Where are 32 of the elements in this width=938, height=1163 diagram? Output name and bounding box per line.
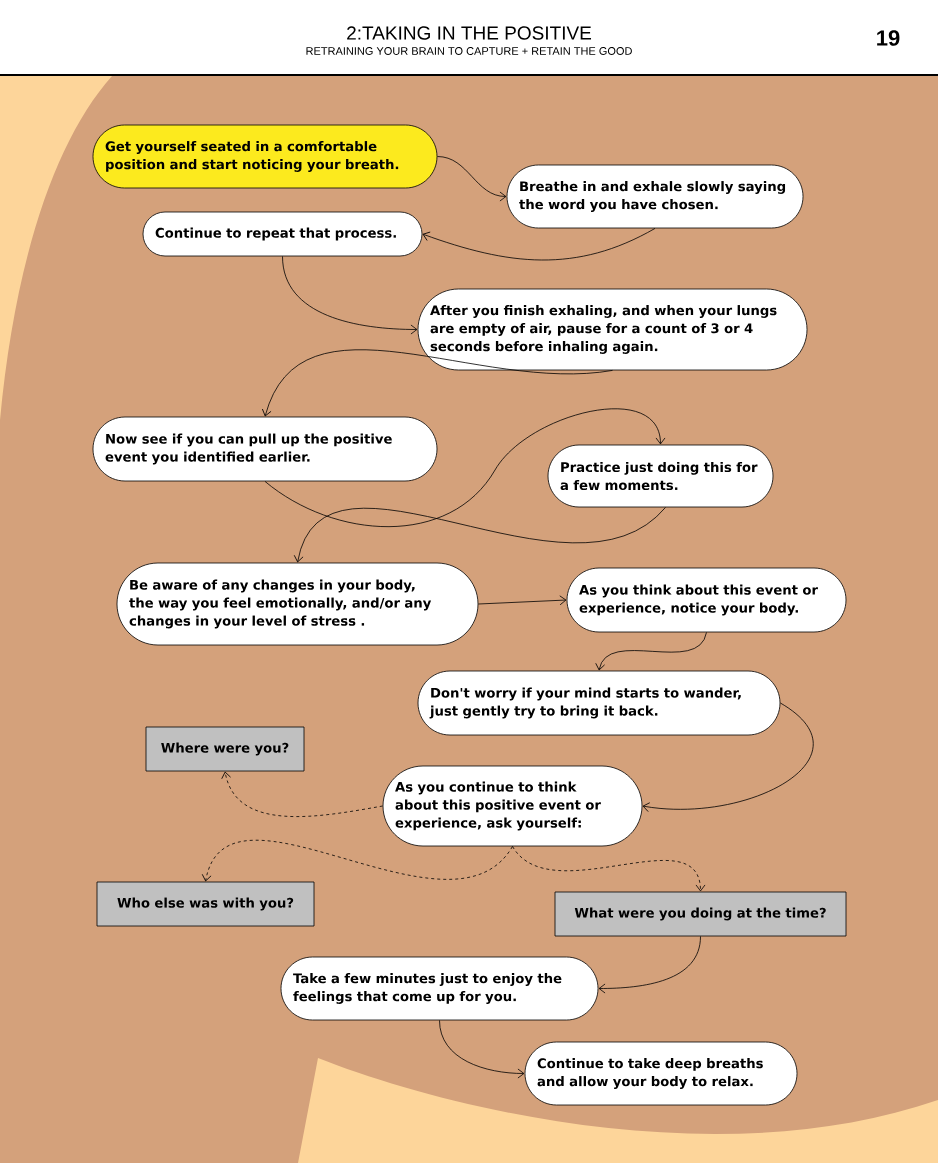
step-box: As you continue to think about this positive event or experience, ask yourself: [382, 765, 643, 847]
question-box: Who else was with you? [96, 881, 315, 927]
arrow [262, 349, 613, 417]
page-number: 19 [877, 30, 900, 46]
arrow [642, 702, 814, 812]
step-box: Continue to take deep breaths and allow your body to relax. [524, 1041, 798, 1106]
arrow [437, 156, 507, 202]
arrow [598, 936, 701, 994]
arrow [595, 632, 707, 671]
step-box: Practice just doing this for a few moments. [547, 444, 774, 508]
step-box: Be aware of any changes in your body, the way you feel emotionally, and/or any changes in your level of stress . [116, 562, 479, 646]
step-box: As you think about this event or experience, notice your body. [566, 567, 847, 633]
step-box: Take a few minutes just to enjoy the feelings that come up for you. [280, 956, 599, 1021]
arrow [439, 1020, 525, 1079]
step-box: After you finish exhaling, and when your lungs are empty of air, pause for a count of 3 or 4 seconds before inhaling again. [417, 288, 808, 371]
step-box: Don't worry if your mind starts to wander, just gently try to bring it back. [417, 670, 781, 736]
question-box: Where were you? [145, 726, 305, 772]
arrow [221, 771, 383, 817]
arrow [201, 839, 513, 882]
arrow [293, 507, 666, 563]
arrow [282, 256, 418, 335]
page-title: 2:TAKING IN THE POSITIVE [347, 26, 591, 40]
arrow [422, 228, 656, 261]
arrow [512, 846, 706, 892]
step-box: Get yourself seated in a comfortable position and start noticing your breath. [92, 124, 438, 189]
step-box: Continue to repeat that process. [142, 211, 423, 257]
question-box: What were you doing at the time? [554, 891, 847, 937]
arrow [264, 408, 666, 528]
arrow [478, 595, 567, 606]
step-box: Breathe in and exhale slowly saying the word you have chosen. [506, 164, 804, 229]
step-box: Now see if you can pull up the positive event you identified earlier. [92, 416, 438, 482]
page-subtitle: RETRAINING YOUR BRAIN TO CAPTURE + RETAIN THE GOOD [306, 47, 632, 55]
